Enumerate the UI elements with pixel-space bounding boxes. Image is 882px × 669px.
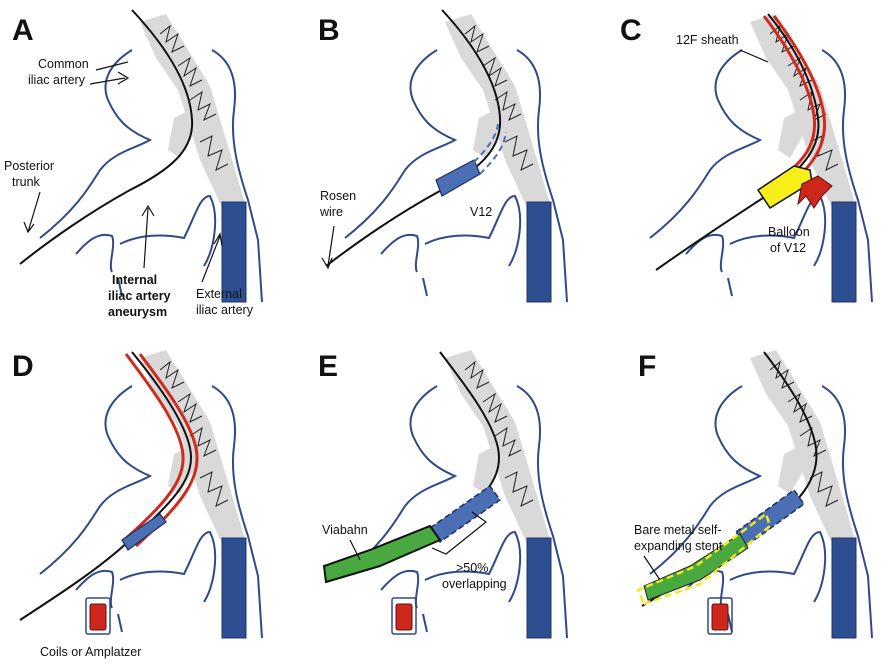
panel-letter-e: E <box>318 350 338 383</box>
label-v12: V12 <box>470 205 492 219</box>
label-posterior-1: Posterior <box>4 159 54 173</box>
label-overlap-1: >50% <box>456 561 488 575</box>
coil-icon <box>396 604 412 630</box>
label-bms-1: Bare metal self- <box>634 523 722 537</box>
label-rosen-2: wire <box>319 205 343 219</box>
v12-stent <box>122 514 166 550</box>
label-external-2: iliac artery <box>196 303 254 317</box>
panel-d: D Coils or Amplatzer <box>12 350 262 659</box>
label-viabahn: Viabahn <box>322 523 368 537</box>
label-aneurysm-2: iliac artery <box>108 289 171 303</box>
label-balloon-1: Balloon <box>768 225 810 239</box>
panel-f: F Bare metal self- expanding stent <box>634 350 872 638</box>
label-external-1: External <box>196 287 242 301</box>
panel-letter-a: A <box>12 14 34 47</box>
panel-letter-f: F <box>638 350 656 383</box>
panel-a: A Common iliac artery Posterior trunk In… <box>4 10 262 319</box>
label-rosen-1: Rosen <box>320 189 356 203</box>
label-bms-2: expanding stent <box>634 539 723 553</box>
label-overlap-2: overlapping <box>442 577 507 591</box>
panel-b: B Rosen wire V12 <box>318 10 567 302</box>
panel-letter-d: D <box>12 350 34 383</box>
label-coils: Coils or Amplatzer <box>40 645 141 659</box>
coil-icon <box>712 604 728 630</box>
panel-letter-c: C <box>620 14 642 47</box>
label-aneurysm-3: aneurysm <box>108 305 167 319</box>
label-sheath: 12F sheath <box>676 33 739 47</box>
panel-e: E Viabahn >50% overlapping <box>318 350 567 638</box>
label-common-iliac-1: Common <box>38 57 89 71</box>
panel-letter-b: B <box>318 14 340 47</box>
label-balloon-2: of V12 <box>770 241 806 255</box>
v12-stent <box>436 160 480 196</box>
label-aneurysm-1: Internal <box>112 273 157 287</box>
coil-icon <box>90 604 106 630</box>
label-posterior-2: trunk <box>12 175 41 189</box>
panel-c: C 12F sheath Balloon of V12 <box>620 14 872 302</box>
label-common-iliac-2: iliac artery <box>28 73 86 87</box>
